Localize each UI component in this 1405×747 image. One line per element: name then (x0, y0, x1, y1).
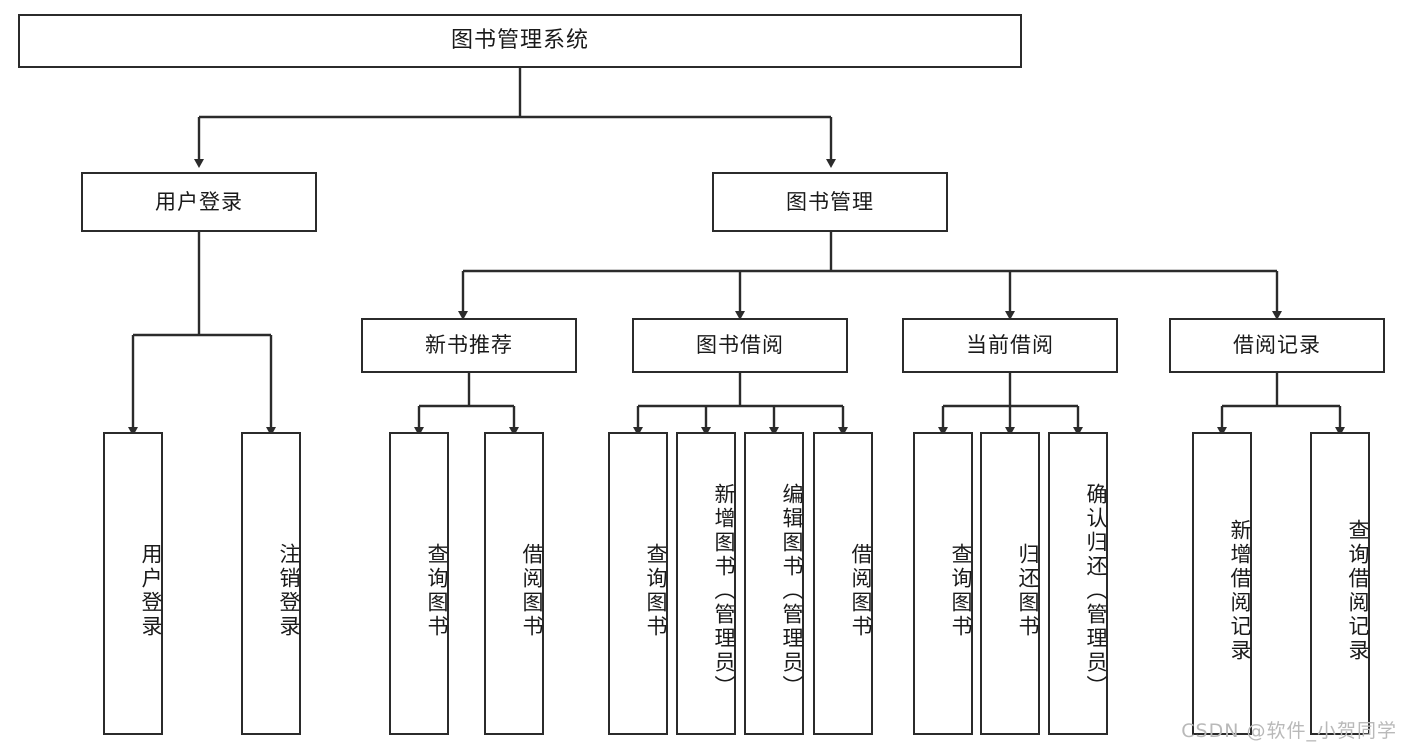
node-book-manage[interactable]: 图书管理 (712, 172, 948, 232)
node-leaf-borrow-book-2[interactable]: 借阅图书 (813, 432, 873, 735)
node-leaf-borrow-book-2-label: 借阅图书 (849, 542, 873, 639)
node-borrow-record[interactable]: 借阅记录 (1169, 318, 1385, 373)
node-leaf-add-book-label: 新增图书（管理员） (712, 482, 736, 699)
node-leaf-user-login[interactable]: 用户登录 (103, 432, 163, 735)
node-leaf-edit-book[interactable]: 编辑图书（管理员） (744, 432, 804, 735)
node-leaf-query-book-3[interactable]: 查询图书 (913, 432, 973, 735)
node-user-login[interactable]: 用户登录 (81, 172, 317, 232)
node-leaf-return-book[interactable]: 归还图书 (980, 432, 1040, 735)
node-leaf-borrow-book-1-label: 借阅图书 (520, 542, 544, 639)
node-leaf-query-book-3-label: 查询图书 (949, 542, 973, 639)
node-root-label: 图书管理系统 (450, 28, 589, 54)
node-leaf-return-book-label: 归还图书 (1016, 542, 1040, 639)
node-leaf-query-book-1[interactable]: 查询图书 (389, 432, 449, 735)
node-book-manage-label: 图书管理 (786, 189, 874, 214)
node-current-borrow-label: 当前借阅 (966, 333, 1054, 358)
node-leaf-add-record[interactable]: 新增借阅记录 (1192, 432, 1252, 735)
node-leaf-add-book[interactable]: 新增图书（管理员） (676, 432, 736, 735)
node-leaf-confirm-return-label: 确认归还（管理员） (1084, 482, 1108, 699)
node-new-book-recommend-label: 新书推荐 (425, 333, 513, 358)
node-root[interactable]: 图书管理系统 (18, 14, 1022, 68)
node-leaf-query-book-1-label: 查询图书 (425, 542, 449, 639)
node-book-borrow-label: 图书借阅 (696, 333, 784, 358)
node-leaf-user-login-label: 用户登录 (139, 542, 163, 639)
node-leaf-logout-label: 注销登录 (277, 542, 301, 639)
node-leaf-logout[interactable]: 注销登录 (241, 432, 301, 735)
node-new-book-recommend[interactable]: 新书推荐 (361, 318, 577, 373)
node-user-login-label: 用户登录 (155, 189, 243, 214)
node-borrow-record-label: 借阅记录 (1233, 333, 1321, 358)
node-current-borrow[interactable]: 当前借阅 (902, 318, 1118, 373)
node-book-borrow[interactable]: 图书借阅 (632, 318, 848, 373)
node-leaf-borrow-book-1[interactable]: 借阅图书 (484, 432, 544, 735)
node-leaf-confirm-return[interactable]: 确认归还（管理员） (1048, 432, 1108, 735)
node-leaf-edit-book-label: 编辑图书（管理员） (780, 482, 804, 699)
node-leaf-query-book-2[interactable]: 查询图书 (608, 432, 668, 735)
csdn-watermark: CSDN @软件_小贺同学 (1181, 720, 1397, 742)
node-leaf-query-record-label: 查询借阅记录 (1346, 518, 1370, 663)
node-leaf-query-book-2-label: 查询图书 (644, 542, 668, 639)
node-leaf-query-record[interactable]: 查询借阅记录 (1310, 432, 1370, 735)
node-leaf-add-record-label: 新增借阅记录 (1228, 518, 1252, 663)
